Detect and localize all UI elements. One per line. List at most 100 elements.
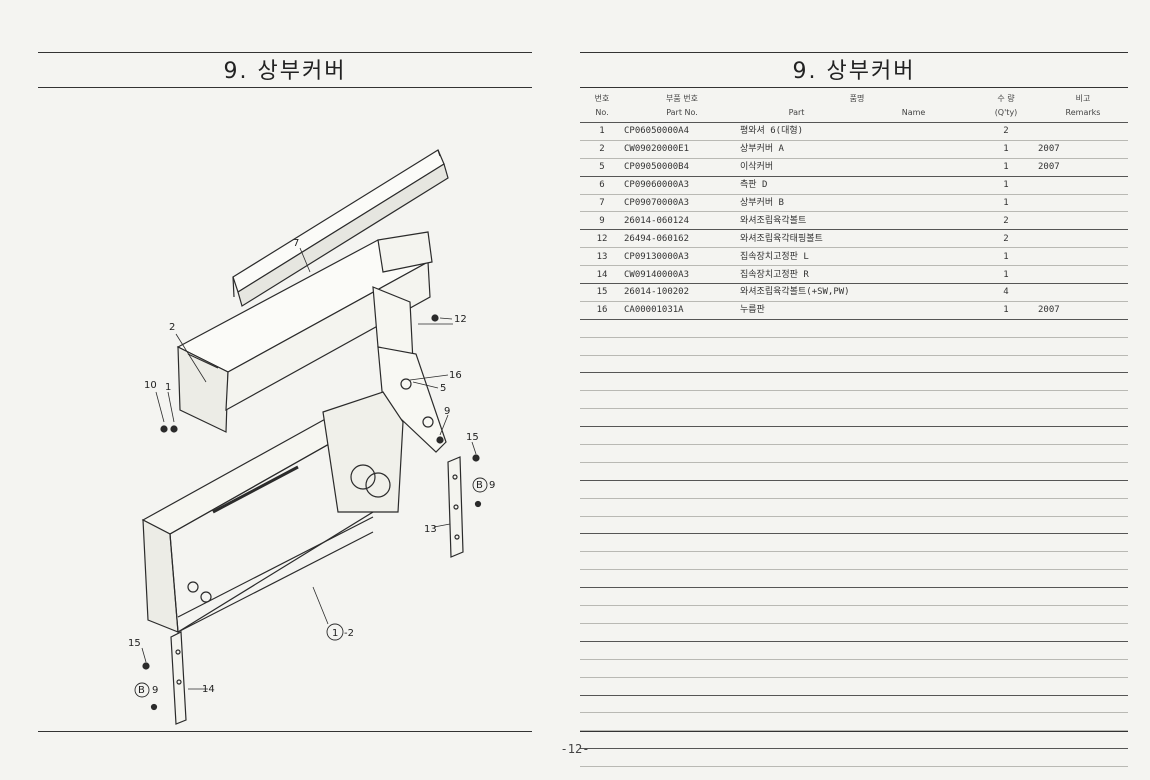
empty-cell (624, 408, 740, 428)
left-title-bottom-rule (38, 87, 532, 88)
label-b-bottom: B (138, 685, 145, 696)
empty-cell (580, 551, 624, 571)
empty-cell (1038, 319, 1128, 338)
empty-cell (1038, 444, 1128, 463)
cell-no: 14 (580, 265, 624, 285)
cell-qty: 1 (974, 194, 1038, 213)
label-2: 2 (169, 322, 175, 333)
empty-table-row (580, 390, 1128, 410)
cell-no: 12 (580, 229, 624, 249)
empty-cell (974, 748, 1038, 768)
empty-cell (624, 712, 740, 732)
empty-cell (1038, 408, 1128, 428)
empty-cell (740, 426, 974, 446)
empty-cell (974, 372, 1038, 392)
cell-qty: 2 (974, 211, 1038, 231)
empty-cell (974, 337, 1038, 356)
empty-cell (974, 695, 1038, 714)
empty-cell (624, 372, 740, 392)
empty-cell (740, 659, 974, 678)
empty-cell (740, 444, 974, 463)
empty-cell (580, 408, 624, 428)
cell-no: 5 (580, 158, 624, 177)
empty-cell (974, 533, 1038, 553)
cell-remarks (1038, 283, 1128, 302)
empty-cell (1038, 480, 1128, 499)
cell-part-name: 누름판 (740, 301, 974, 320)
empty-cell (624, 551, 740, 571)
empty-cell (624, 730, 740, 750)
empty-table-row (580, 444, 1128, 463)
empty-cell (740, 462, 974, 481)
main-frame (141, 391, 404, 634)
part-14-fixing-plate-r (170, 631, 187, 725)
empty-cell (1038, 695, 1128, 714)
empty-cell (974, 569, 1038, 589)
empty-cell (580, 319, 624, 338)
label-9-top: 9 (489, 480, 495, 491)
empty-cell (974, 319, 1038, 338)
empty-table-row (580, 498, 1128, 517)
empty-cell (974, 444, 1038, 463)
empty-cell (624, 462, 740, 481)
label-b-top: B (476, 480, 483, 491)
label-10: 10 (144, 380, 157, 391)
empty-table-row (580, 408, 1128, 428)
empty-cell (740, 695, 974, 714)
cell-remarks: 2007 (1038, 158, 1128, 177)
empty-cell (740, 319, 974, 338)
empty-cell (580, 498, 624, 517)
empty-cell (1038, 462, 1128, 481)
empty-cell (580, 659, 624, 678)
left-page: 9. 상부커버 (38, 52, 532, 742)
empty-cell (740, 551, 974, 571)
label-13: 13 (424, 524, 437, 535)
empty-cell (580, 355, 624, 374)
cell-remarks (1038, 194, 1128, 213)
empty-cell (624, 337, 740, 356)
empty-cell (740, 569, 974, 589)
empty-cell (974, 480, 1038, 499)
empty-table-row (580, 551, 1128, 571)
empty-cell (740, 372, 974, 392)
empty-cell (624, 498, 740, 517)
empty-table-row (580, 533, 1128, 553)
cell-part-no: CP09130000A3 (624, 247, 740, 267)
empty-cell (580, 569, 624, 589)
empty-cell (580, 605, 624, 624)
cell-part-name: 와셔조립육각볼트 (740, 211, 974, 231)
empty-cell (1038, 533, 1128, 553)
cell-no: 1 (580, 122, 624, 141)
empty-cell (624, 319, 740, 338)
empty-cell (624, 748, 740, 768)
empty-cell (580, 587, 624, 607)
label-15-bottom: 15 (128, 638, 141, 649)
empty-cell (580, 337, 624, 356)
empty-cell (740, 533, 974, 553)
empty-cell (1038, 605, 1128, 624)
cell-part-no: CP06050000A4 (624, 122, 740, 141)
empty-cell (974, 355, 1038, 374)
empty-cell (974, 408, 1038, 428)
empty-table-row (580, 748, 1128, 768)
cell-part-name: 상부커버 B (740, 194, 974, 213)
cell-remarks (1038, 122, 1128, 141)
empty-table-row (580, 516, 1128, 535)
empty-cell (740, 390, 974, 410)
empty-table-row (580, 426, 1128, 446)
label-14: 14 (202, 684, 215, 695)
empty-cell (974, 390, 1038, 410)
empty-cell (580, 677, 624, 696)
cell-part-name: 측판 D (740, 176, 974, 195)
empty-table-row (580, 605, 1128, 624)
empty-cell (624, 390, 740, 410)
cell-remarks: 2007 (1038, 301, 1128, 320)
cell-remarks (1038, 265, 1128, 285)
empty-table-row (580, 462, 1128, 481)
cell-part-name: 와셔조립육각태핑볼트 (740, 229, 974, 249)
empty-cell (740, 641, 974, 660)
